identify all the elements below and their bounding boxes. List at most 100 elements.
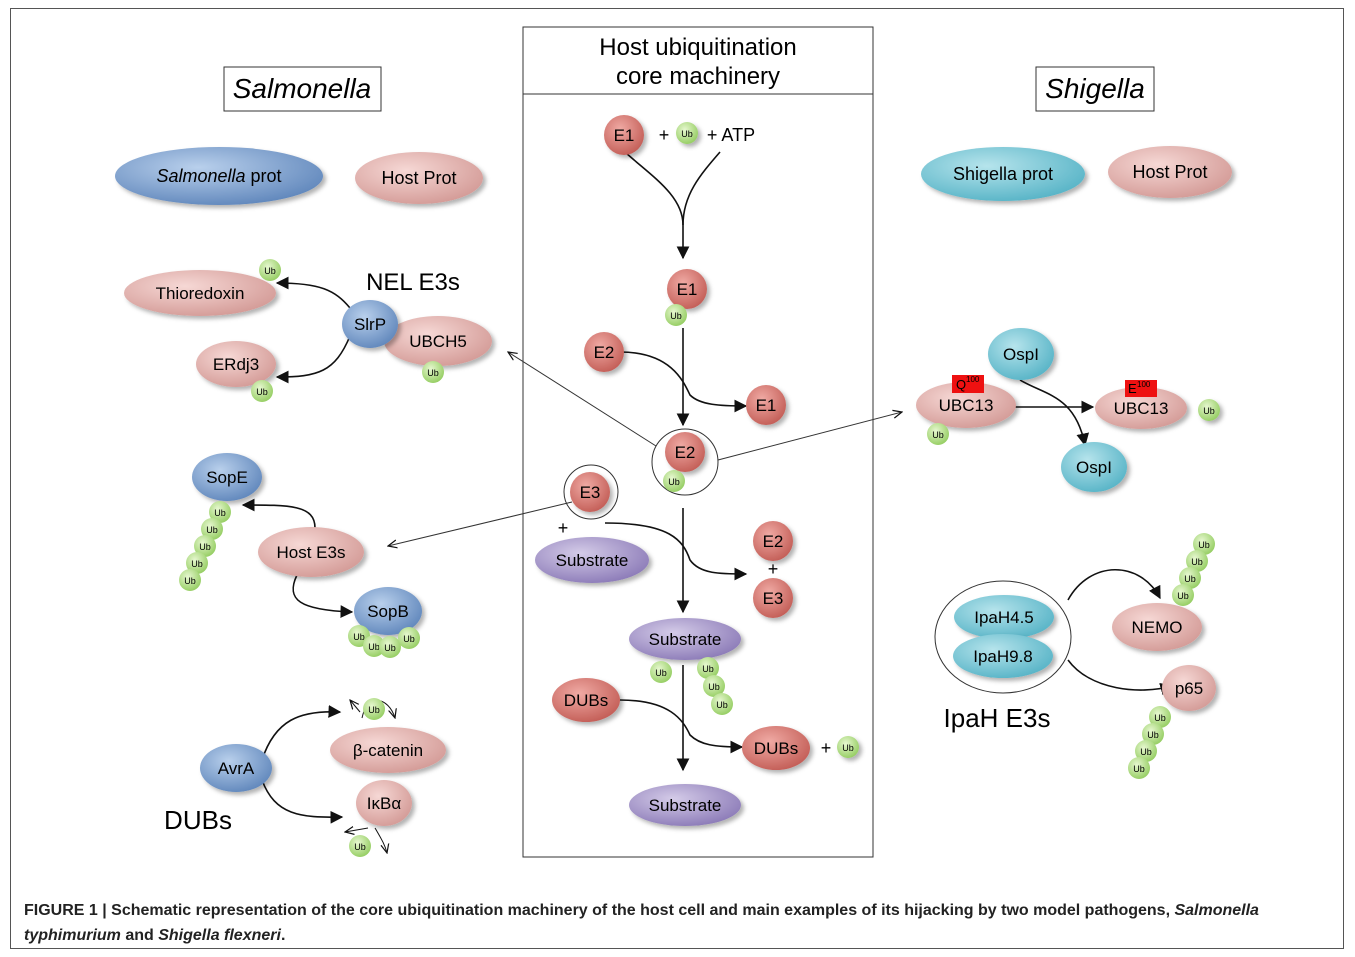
- svg-text:Ub: Ub: [708, 682, 720, 692]
- svg-text:Shigella: Shigella: [1045, 73, 1145, 104]
- core-dubs-input: DUBs: [552, 678, 620, 722]
- figure-frame: [10, 8, 1344, 949]
- svg-text:Ub: Ub: [199, 542, 211, 552]
- beta-catenin: Ub β-catenin: [330, 698, 446, 773]
- caption-species-2: Shigella flexneri: [158, 927, 281, 944]
- core-plus-2: +: [558, 518, 569, 538]
- svg-text:Ub: Ub: [354, 842, 366, 852]
- svg-text:Ub: Ub: [427, 368, 439, 378]
- caption-and: and: [120, 927, 159, 944]
- svg-text:Substrate: Substrate: [649, 796, 722, 815]
- svg-text:Ub: Ub: [670, 311, 682, 321]
- core-e1-ub: E1 Ub: [665, 269, 707, 326]
- ospi-released: OspI: [1061, 442, 1127, 492]
- core-e2-input: E2: [584, 332, 624, 372]
- ipah-e3s-title: IpaH E3s: [944, 703, 1051, 733]
- svg-text:Ub: Ub: [256, 387, 268, 397]
- ipah-arrows: [1067, 568, 1174, 696]
- svg-text:E1: E1: [677, 280, 698, 299]
- core-e1-released: E1: [746, 385, 786, 425]
- svg-text:E: E: [1128, 381, 1137, 396]
- svg-text:Salmonella: Salmonella: [233, 73, 372, 104]
- svg-text:SopB: SopB: [367, 602, 409, 621]
- svg-text:OspI: OspI: [1076, 458, 1112, 477]
- svg-text:Ub: Ub: [206, 525, 218, 535]
- svg-text:SlrP: SlrP: [354, 315, 386, 334]
- core-e2-ub: E2 Ub: [651, 428, 719, 496]
- svg-text:E3: E3: [580, 483, 601, 502]
- avra: AvrA: [200, 744, 272, 792]
- svg-text:Ub: Ub: [668, 477, 680, 487]
- svg-text:Ub: Ub: [1133, 764, 1145, 774]
- host-e3s: Host E3s: [258, 527, 364, 577]
- caption-end: .: [280, 927, 286, 944]
- svg-text:Ub: Ub: [842, 743, 854, 753]
- salmonella-nel-arrows: [275, 276, 351, 384]
- svg-text:Thioredoxin: Thioredoxin: [156, 284, 245, 303]
- svg-text:DUBs: DUBs: [754, 739, 798, 758]
- svg-text:OspI: OspI: [1003, 345, 1039, 364]
- ikba: IκBα Ub: [349, 780, 412, 857]
- svg-text:IκBα: IκBα: [367, 794, 402, 813]
- core-e3-released: E3: [753, 578, 793, 618]
- core-e3: E3: [563, 464, 619, 520]
- p65: p65 Ub Ub Ub Ub: [1128, 665, 1216, 779]
- salmonella-host-e3-arrows: [241, 498, 354, 618]
- legend-host-prot-left: Host Prot: [355, 152, 483, 204]
- svg-text:Ub: Ub: [368, 705, 380, 715]
- svg-text:Ub: Ub: [1184, 574, 1196, 584]
- core-title-line1: Host ubiquitination: [599, 34, 796, 61]
- svg-text:Ub: Ub: [264, 266, 276, 276]
- svg-text:ERdj3: ERdj3: [213, 355, 259, 374]
- core-e1-top: E1: [604, 115, 644, 155]
- legend-host-prot-right: Host Prot: [1108, 146, 1232, 198]
- svg-text:Ub: Ub: [716, 700, 728, 710]
- ubch5: UBCH5 Ub: [384, 316, 492, 383]
- svg-text:Ub: Ub: [353, 632, 365, 642]
- nemo: Ub Ub Ub Ub NEMO: [1112, 533, 1215, 651]
- svg-text:β-catenin: β-catenin: [353, 741, 423, 760]
- svg-text:E1: E1: [614, 126, 635, 145]
- svg-text:Ub: Ub: [1140, 747, 1152, 757]
- svg-text:Host Prot: Host Prot: [381, 168, 456, 188]
- slrp: SlrP: [342, 300, 398, 348]
- core-atp: + ATP: [707, 125, 755, 145]
- dubs-title: DUBs: [164, 805, 232, 835]
- core-dubs-released: DUBs: [742, 726, 810, 770]
- ipah45: IpaH4.5: [974, 608, 1034, 627]
- core-title-line2: core machinery: [616, 63, 780, 90]
- ubc13-e100: UBC13 E 100: [1095, 380, 1187, 429]
- svg-text:Ub: Ub: [1198, 540, 1210, 550]
- ubc13-q100: UBC13 Q 100 Ub: [916, 375, 1016, 445]
- core-plus-1: +: [659, 125, 670, 145]
- svg-text:Ub: Ub: [702, 664, 714, 674]
- svg-text:Substrate: Substrate: [649, 630, 722, 649]
- svg-text:Ub: Ub: [1154, 713, 1166, 723]
- svg-text:Ub: Ub: [214, 508, 226, 518]
- svg-text:p65: p65: [1175, 679, 1203, 698]
- core-substrate-ubiquitinated: Substrate Ub Ub Ub Ub: [629, 618, 741, 715]
- link-arrows: [388, 352, 902, 546]
- svg-text:Host Prot: Host Prot: [1132, 162, 1207, 182]
- salmonella-dub-arrows: [261, 700, 395, 853]
- core-ub-free: Ub: [837, 736, 859, 758]
- svg-text:NEMO: NEMO: [1132, 618, 1183, 637]
- core-substrate-final: Substrate: [629, 784, 741, 826]
- thioredoxin: Thioredoxin Ub: [124, 259, 281, 316]
- svg-text:Salmonella prot: Salmonella prot: [156, 166, 281, 186]
- core-e2-released: E2: [753, 521, 793, 561]
- svg-text:Ub: Ub: [1191, 557, 1203, 567]
- svg-text:E1: E1: [756, 396, 777, 415]
- svg-text:Ub: Ub: [403, 634, 415, 644]
- svg-text:Host E3s: Host E3s: [277, 543, 346, 562]
- svg-text:E2: E2: [675, 443, 696, 462]
- svg-text:E3: E3: [763, 589, 784, 608]
- erdj3: ERdj3 Ub: [196, 341, 276, 402]
- ub-free-right: Ub: [1198, 399, 1220, 421]
- svg-text:UBCH5: UBCH5: [409, 332, 467, 351]
- svg-text:Q: Q: [956, 377, 966, 392]
- sopb: SopB Ub Ub Ub Ub: [348, 587, 422, 658]
- legend-salmonella-prot: Salmonella prot: [115, 147, 323, 205]
- core-pathway: [604, 151, 748, 772]
- svg-text:AvrA: AvrA: [218, 759, 255, 778]
